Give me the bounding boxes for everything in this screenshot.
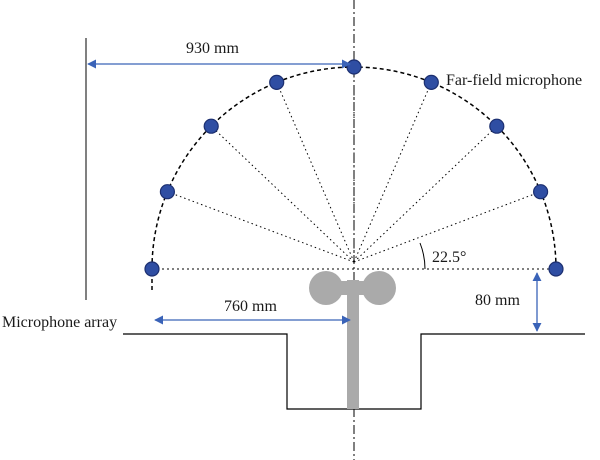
array-stand	[347, 280, 359, 409]
far-field-microphone-dot	[203, 118, 219, 134]
radial-line	[167, 191, 355, 263]
dimension-760-label: 760 mm	[224, 298, 277, 315]
far-field-microphones	[144, 59, 564, 277]
radial-line	[276, 82, 355, 263]
far-field-microphone-dot	[159, 184, 175, 200]
radial-line	[353, 82, 432, 263]
far-field-microphone-dot	[269, 74, 285, 91]
radial-line	[210, 125, 355, 263]
array-label: Microphone array	[2, 314, 117, 331]
radial-lines	[167, 67, 541, 263]
far-field-microphone-dot	[144, 261, 160, 277]
radial-line	[353, 125, 498, 263]
far-field-label: Far-field microphone	[446, 72, 582, 89]
dimension-80-label: 80 mm	[475, 292, 520, 309]
radial-line	[353, 191, 541, 263]
far-field-microphone-dot	[548, 261, 564, 277]
far-field-microphone-dot	[532, 184, 549, 200]
angle-label: 22.5°	[432, 249, 466, 266]
far-field-microphone-dot	[489, 118, 505, 134]
far-field-microphone-dot	[423, 74, 439, 91]
microphone-array-head	[309, 271, 396, 305]
far-field-microphone-dot	[346, 59, 362, 75]
angle-arc	[419, 242, 426, 270]
dimension-930-label: 930 mm	[186, 40, 239, 57]
